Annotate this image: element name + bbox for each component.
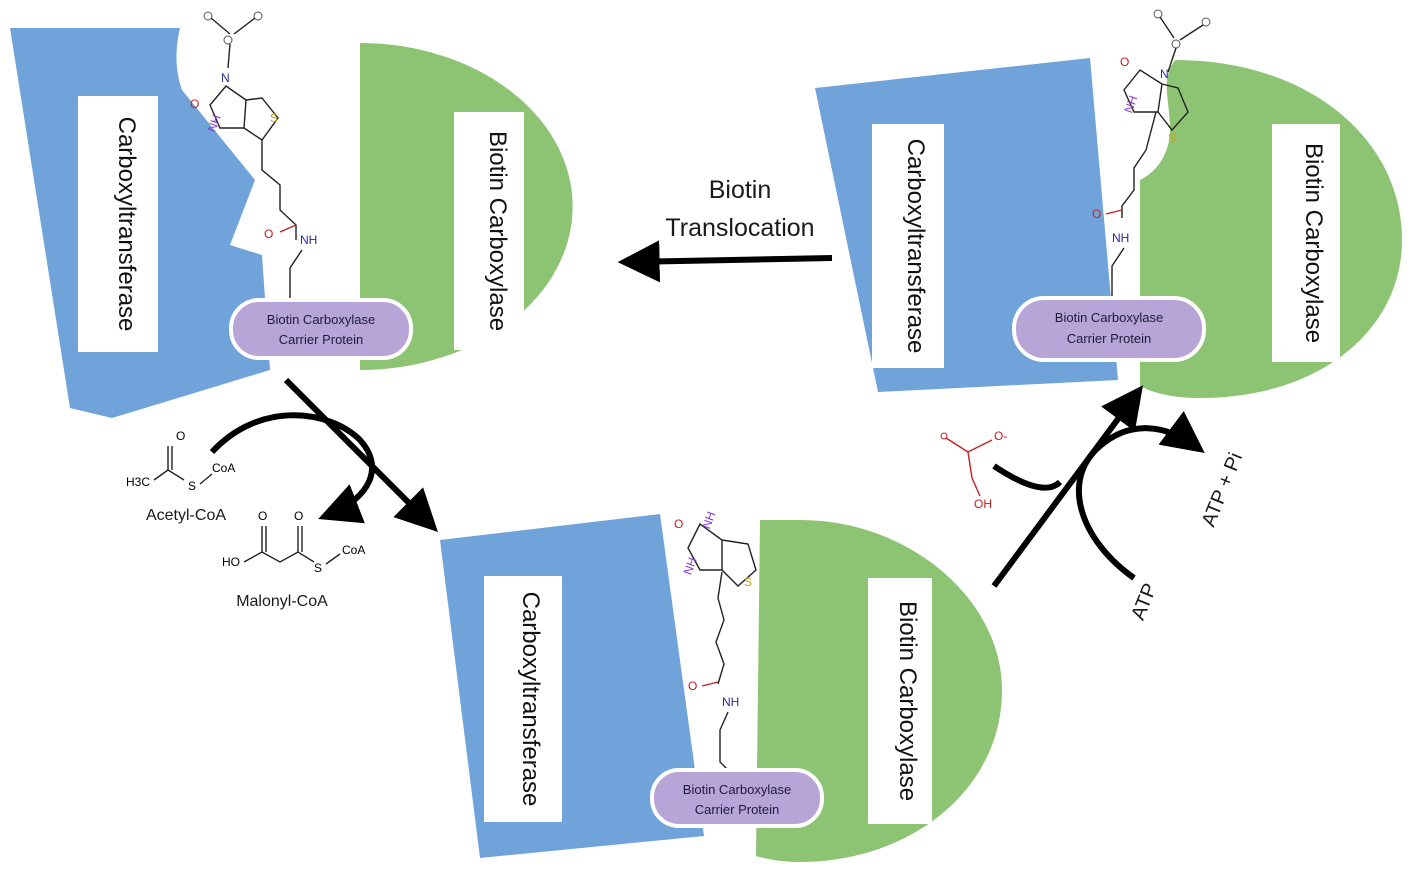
- svg-text:NH: NH: [722, 695, 739, 709]
- biotin-carboxylase-label-1: Biotin Carboxylase: [484, 131, 511, 331]
- svg-text:O: O: [258, 509, 267, 523]
- translocation-label-line2: Translocation: [665, 214, 814, 242]
- svg-text:NH: NH: [699, 510, 718, 531]
- carboxyltransferase-label-1: Carboxyltransferase: [113, 117, 140, 332]
- carrier-protein-3: [650, 768, 824, 828]
- svg-text:NH: NH: [205, 113, 224, 134]
- atp-pi-label: ATP + Pi: [1198, 450, 1247, 530]
- svg-text:O: O: [176, 429, 185, 443]
- carrier-protein-line2-2: Carrier Protein: [1067, 331, 1152, 346]
- carrier-protein-1: [229, 298, 413, 360]
- atp-label: ATP: [1127, 580, 1161, 623]
- bicarbonate-input-curve: [992, 463, 1063, 491]
- svg-text:O: O: [674, 517, 683, 531]
- svg-text:O: O: [1120, 55, 1129, 69]
- biotin-molecule-3: O NH NH S O NH: [674, 510, 757, 781]
- svg-text:O: O: [688, 679, 697, 693]
- carboxyltransferase-label-box-1: [78, 96, 158, 352]
- biotin-carboxylase-label-box-3: [868, 578, 932, 824]
- svg-text:S: S: [314, 561, 322, 575]
- carrier-protein-line1-1: Biotin Carboxylase: [267, 312, 375, 327]
- carrier-protein-line1-3: Biotin Carboxylase: [683, 782, 791, 797]
- complex-2: Carboxyltransferase Biotin Carboxylase N…: [815, 9, 1402, 398]
- svg-text:NH: NH: [300, 233, 317, 247]
- biotin-carboxylase-label-box-2: [1272, 124, 1340, 362]
- carboxybiotin-molecule-1: N O NH S O NH: [190, 11, 317, 316]
- svg-text:O-: O-: [994, 429, 1007, 443]
- biotin-carboxylase-label-3: Biotin Carboxylase: [894, 601, 921, 801]
- acetyl-coa-label: Acetyl-CoA: [146, 507, 226, 524]
- svg-text:S: S: [1168, 131, 1176, 145]
- acetyl-coa-structure: H3C O S CoA: [126, 429, 235, 493]
- carboxylation-arrow: [991, 385, 1144, 588]
- translocation-arrow: [617, 240, 833, 283]
- translocation-label-line1: Biotin: [709, 176, 772, 204]
- svg-text:CoA: CoA: [212, 461, 235, 475]
- svg-text:S: S: [744, 575, 752, 589]
- malonyl-coa-label: Malonyl-CoA: [236, 593, 328, 610]
- svg-text:N: N: [1160, 67, 1169, 81]
- carboxybiotin-molecule-2: N O NH S O NH: [1092, 9, 1211, 311]
- carboxyltransferase-label-box-2: [872, 124, 944, 368]
- svg-text:N: N: [221, 71, 230, 85]
- carrier-protein-line2-3: Carrier Protein: [695, 802, 780, 817]
- svg-text:S: S: [188, 479, 196, 493]
- carboxyltransferase-label-box-3: [484, 576, 562, 822]
- acetyl-to-malonyl-arrow: [209, 412, 375, 524]
- svg-text:NH: NH: [1112, 231, 1129, 245]
- carrier-protein-2: [1012, 296, 1206, 362]
- svg-text:H3C: H3C: [126, 475, 150, 489]
- carboxyltransferase-label-2: Carboxyltransferase: [902, 139, 929, 354]
- svg-text:CoA: CoA: [342, 543, 365, 557]
- carrier-protein-line2-1: Carrier Protein: [279, 332, 364, 347]
- biotin-carboxylase-label-box-1: [454, 112, 524, 350]
- svg-text:NH: NH: [1121, 94, 1140, 115]
- complex-3: Carboxyltransferase Biotin Carboxylase O…: [440, 510, 1002, 862]
- svg-text:O: O: [190, 97, 199, 111]
- atp-to-adp-arrow: [1075, 411, 1205, 581]
- bicarbonate-structure: O- OH: [940, 429, 1007, 511]
- malonyl-coa-structure: HO O O S CoA: [222, 509, 365, 575]
- svg-text:HO: HO: [222, 555, 240, 569]
- svg-text:S: S: [270, 111, 278, 125]
- svg-text:O: O: [1092, 207, 1101, 221]
- complex-1: Carboxyltransferase Biotin Carboxylase N…: [10, 11, 573, 418]
- carboxyl-transfer-arrow: [283, 377, 438, 532]
- carrier-protein-line1-2: Biotin Carboxylase: [1055, 310, 1163, 325]
- svg-text:O: O: [264, 227, 273, 241]
- carboxyltransferase-label-3: Carboxyltransferase: [517, 592, 544, 807]
- svg-text:NH: NH: [681, 556, 700, 577]
- svg-text:OH: OH: [974, 497, 992, 511]
- biotin-carboxylase-label-2: Biotin Carboxylase: [1300, 143, 1327, 343]
- svg-text:O: O: [294, 509, 303, 523]
